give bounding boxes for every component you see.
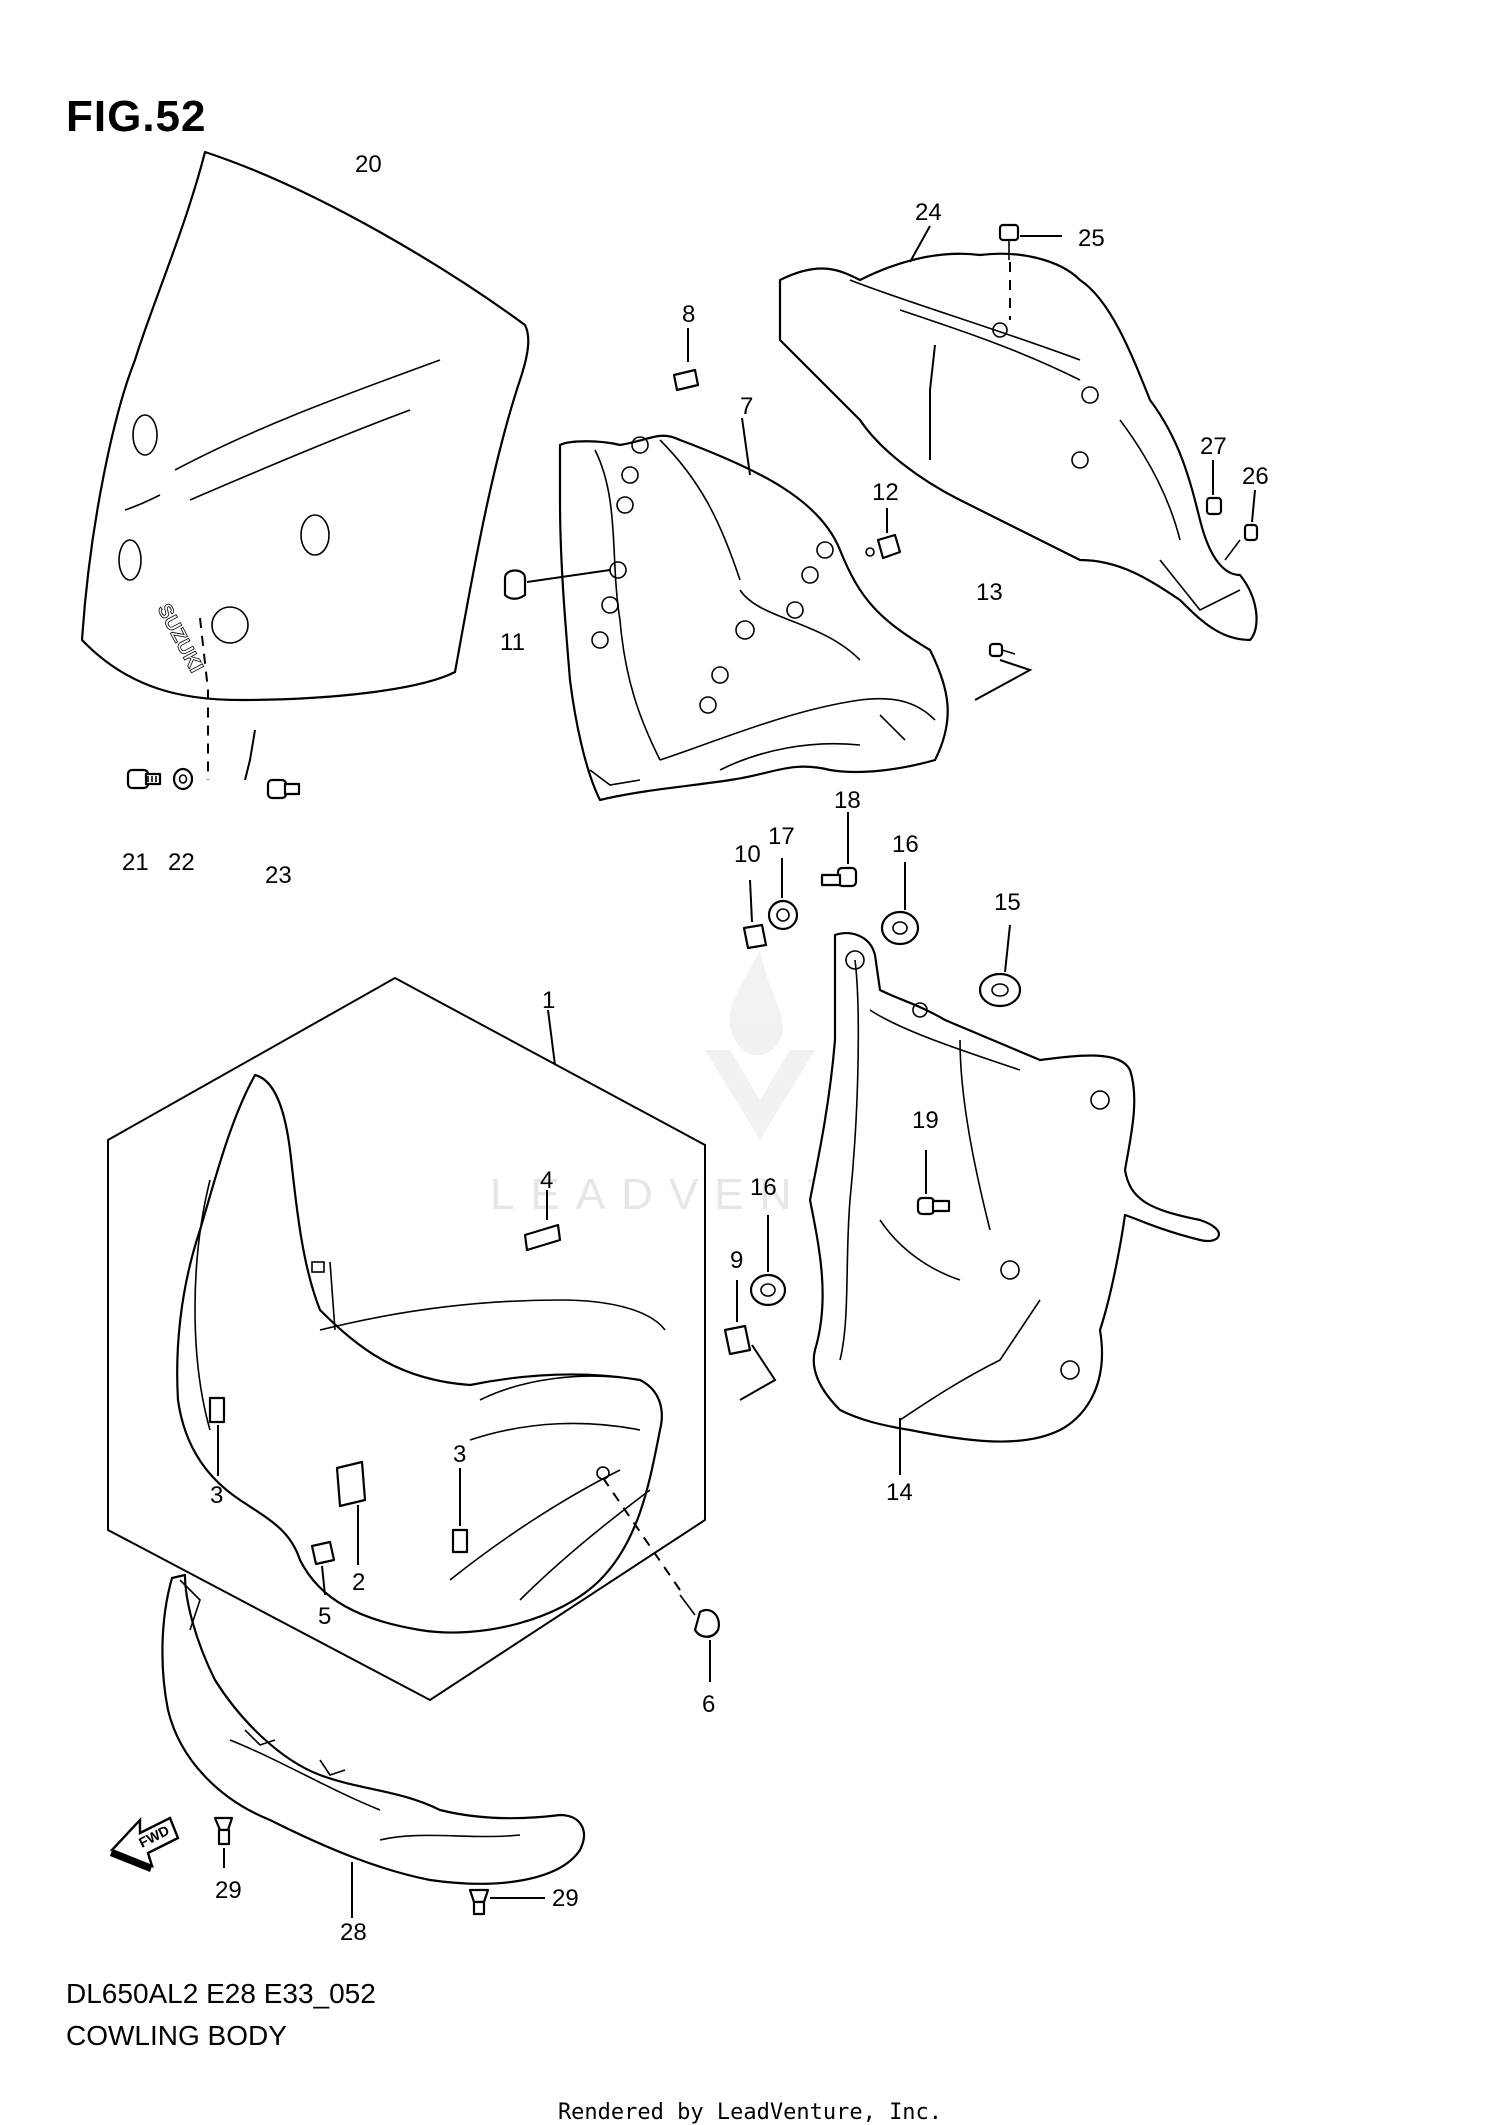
callout-21: 21 [122, 849, 149, 876]
label-part-4 [523, 1190, 562, 1252]
nut-part-12 [865, 508, 902, 560]
callout-24: 24 [915, 199, 942, 226]
callout-numbers: 20 24 25 8 7 27 26 12 13 11 21 22 23 18 … [122, 151, 1269, 1946]
windscreen-part-20: SUZUKI [80, 150, 530, 781]
label-part-2 [335, 1460, 367, 1565]
nut-part-9 [723, 1280, 777, 1401]
washer-part-22 [172, 767, 194, 791]
callout-29-left: 29 [215, 1877, 242, 1904]
cowling-body [176, 1073, 666, 1634]
screw-part-23 [266, 778, 301, 800]
callout-6: 6 [702, 1691, 715, 1718]
forward-direction-arrow: FWD [109, 1816, 180, 1872]
callout-25: 25 [1078, 225, 1105, 252]
callout-16-lower: 16 [750, 1174, 777, 1201]
callout-17: 17 [768, 823, 795, 850]
screw-part-13 [974, 642, 1033, 701]
callout-11: 11 [500, 629, 525, 656]
callout-18: 18 [834, 787, 861, 814]
cushion-part-16-lower [749, 1215, 787, 1307]
callout-2: 2 [352, 1569, 365, 1596]
label-part-3-right [451, 1468, 469, 1554]
callout-9: 9 [730, 1247, 743, 1274]
callout-8: 8 [682, 301, 695, 328]
callout-28: 28 [340, 1919, 367, 1946]
screw-part-6 [602, 1477, 720, 1682]
figure-caption: COWLING BODY [66, 2020, 287, 2051]
callout-26: 26 [1242, 463, 1269, 490]
clip-part-29-left [213, 1816, 234, 1868]
cushion-part-17 [767, 858, 799, 931]
callout-4: 4 [540, 1167, 553, 1194]
bolt-part-19 [916, 1150, 951, 1216]
callout-22: 22 [168, 849, 195, 876]
cushion-part-16-upper [880, 862, 920, 946]
callout-3-right: 3 [453, 1441, 466, 1468]
callout-7: 7 [740, 393, 753, 420]
callout-13: 13 [976, 579, 1003, 606]
callout-14: 14 [886, 1479, 913, 1506]
nut-part-5 [310, 1540, 336, 1596]
cowling-bracket-part-14 [808, 932, 1220, 1475]
cushion-part-11 [503, 569, 611, 600]
callout-12: 12 [872, 479, 899, 506]
cushion-part-15 [978, 924, 1022, 1008]
bolt-part-18 [820, 812, 858, 888]
inner-cover-part-7 [558, 417, 949, 802]
figure-title: FIG.52 [66, 92, 207, 141]
callout-5: 5 [318, 1603, 331, 1630]
callout-1: 1 [542, 987, 555, 1014]
nut-part-27 [1205, 460, 1223, 516]
cowling-assembly-box-part-1 [107, 976, 706, 1702]
nut-part-10 [742, 879, 768, 950]
watermark-logo [705, 950, 815, 1140]
screw-part-25 [998, 223, 1062, 320]
label-part-3-left [208, 1396, 226, 1476]
label-part-8 [672, 328, 700, 392]
screw-part-21 [126, 768, 162, 790]
cowling-brace-part-24 [778, 225, 1258, 642]
callout-27: 27 [1200, 433, 1227, 460]
callout-3-left: 3 [210, 1482, 223, 1509]
callout-16-upper: 16 [892, 831, 919, 858]
callout-10: 10 [734, 841, 761, 868]
callout-23: 23 [265, 862, 292, 889]
under-cover-part-28 [161, 1573, 586, 1918]
callout-15: 15 [994, 889, 1021, 916]
screw-part-26 [1224, 489, 1259, 561]
model-code: DL650AL2 E28 E33_052 [66, 1978, 376, 2009]
clip-part-29-right [468, 1888, 545, 1916]
callout-29-right: 29 [552, 1885, 579, 1912]
render-credit: Rendered by LeadVenture, Inc. [557, 2100, 943, 2125]
callout-19: 19 [912, 1107, 939, 1134]
callout-20: 20 [355, 151, 382, 178]
